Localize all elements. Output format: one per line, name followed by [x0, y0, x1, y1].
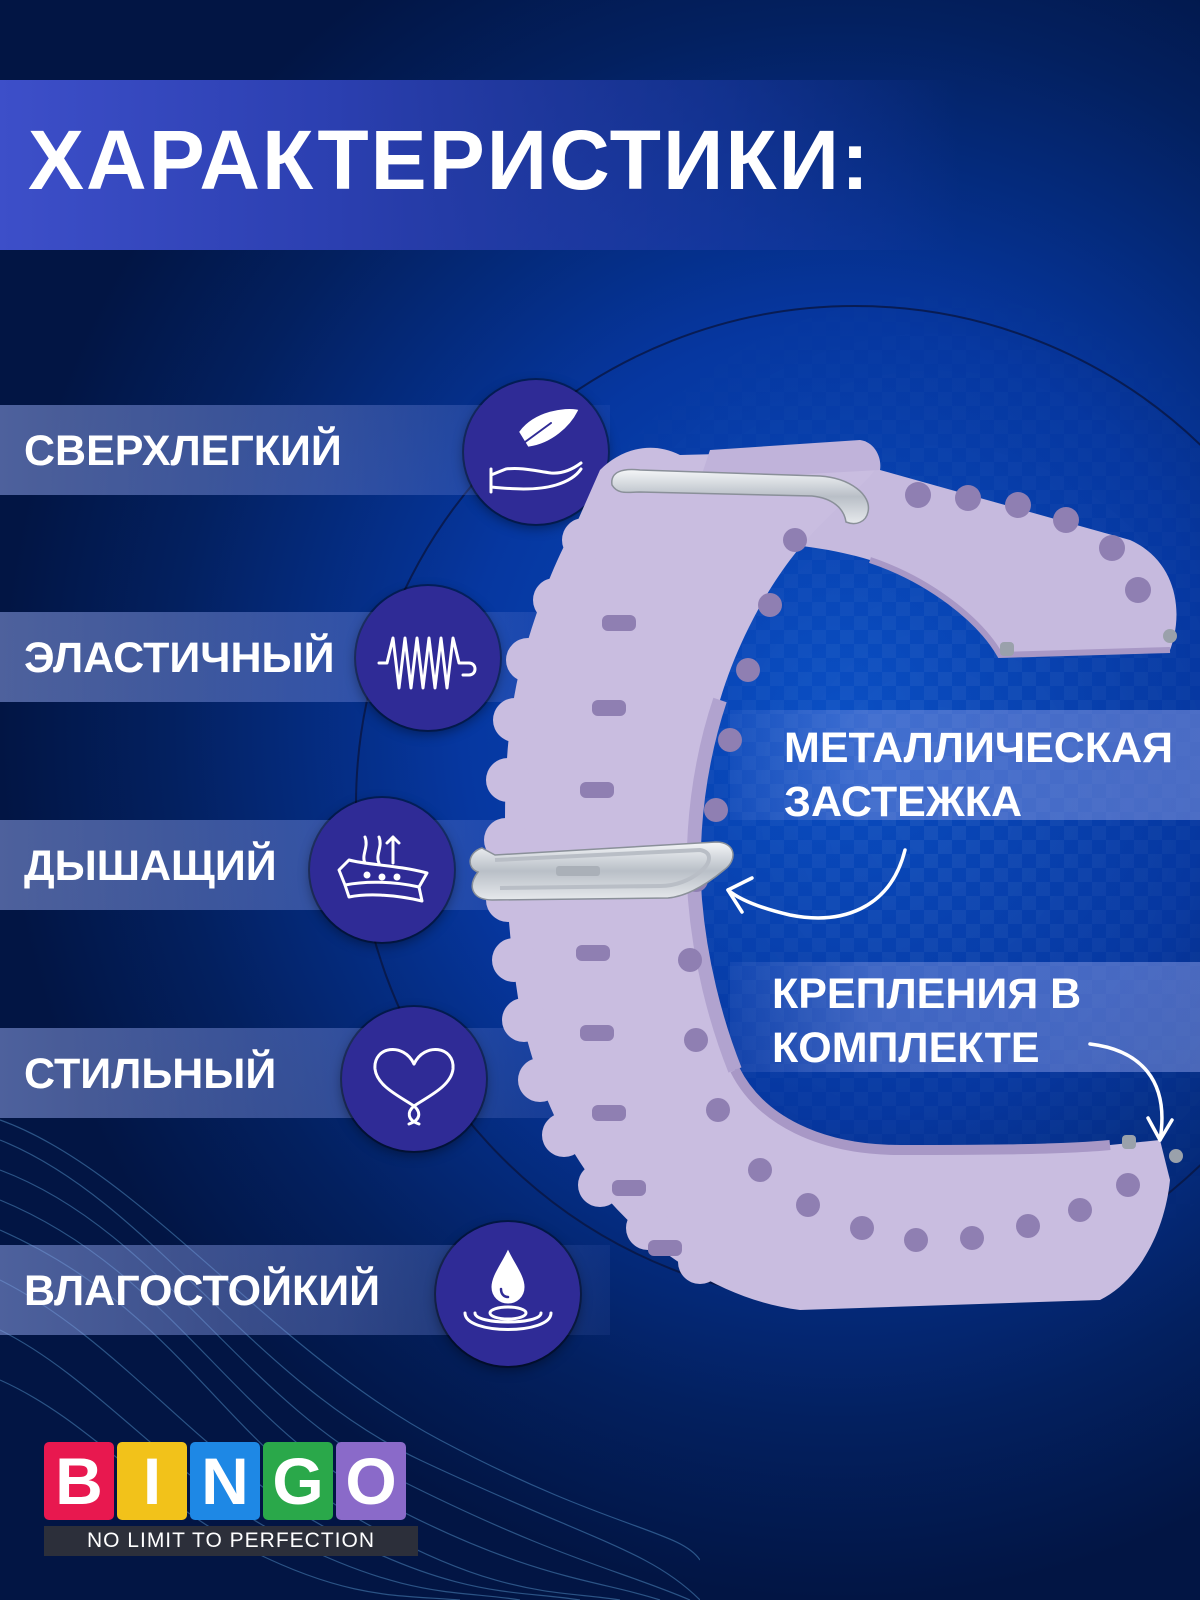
feature-label-breathable: ДЫШАЩИЙ — [24, 842, 277, 890]
callout-mounts-line1: КРЕПЛЕНИЯ В — [772, 970, 1082, 1018]
metal-loop-top — [611, 468, 870, 525]
spring-icon — [356, 586, 500, 730]
brand-letter-b: B — [44, 1442, 114, 1520]
callout-band — [730, 710, 1200, 820]
callout-mounts-line2: КОМПЛЕКТЕ — [772, 1024, 1040, 1072]
feature-band — [0, 1028, 610, 1118]
brand-letter-g: G — [263, 1442, 333, 1520]
feature-label-elastic: ЭЛАСТИЧНЫЙ — [24, 634, 335, 682]
brand-letter-i: I — [117, 1442, 187, 1520]
feature-label-stylish: СТИЛЬНЫЙ — [24, 1050, 277, 1098]
brand-letters: B I N G O — [44, 1442, 418, 1520]
breathable-fabric-icon — [310, 798, 454, 942]
heart-icon — [342, 1007, 486, 1151]
strap-main — [484, 440, 1183, 1310]
page-title: ХАРАКТЕРИСТИКИ: — [28, 113, 871, 207]
brand-letter-o: O — [336, 1442, 406, 1520]
feature-label-water-resistant: ВЛАГОСТОЙКИЙ — [24, 1267, 381, 1315]
feature-label-ultralight: СВЕРХЛЕГКИЙ — [24, 427, 342, 475]
brand-letter-n: N — [190, 1442, 260, 1520]
title-band — [0, 80, 960, 250]
callout-arrow-mounts — [1088, 1042, 1174, 1142]
callout-arrow-clasp — [726, 848, 907, 920]
feather-hand-icon — [464, 380, 608, 524]
brand-logo: B I N G O NO LIMIT TO PERFECTION — [44, 1442, 418, 1556]
brand-tagline: NO LIMIT TO PERFECTION — [44, 1526, 418, 1556]
metal-buckle — [469, 841, 734, 901]
water-drop-icon — [436, 1222, 580, 1366]
callout-clasp-line1: МЕТАЛЛИЧЕСКАЯ — [784, 724, 1174, 772]
callout-clasp-line2: ЗАСТЕЖКА — [784, 778, 1023, 826]
